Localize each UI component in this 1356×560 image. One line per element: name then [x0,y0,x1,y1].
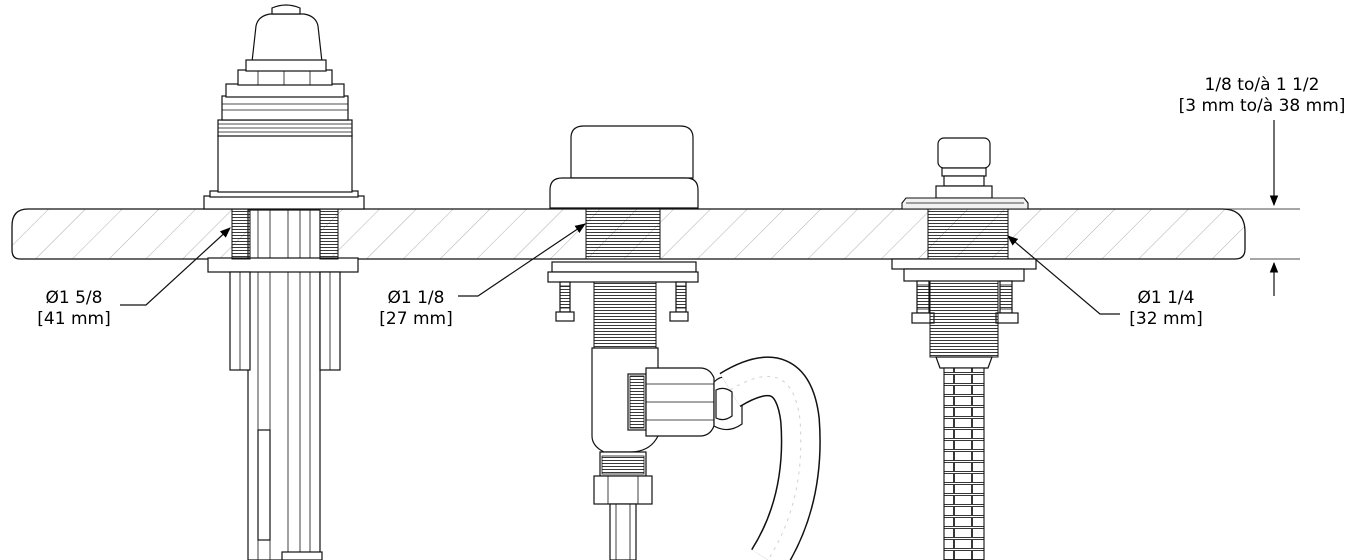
callout-right-metric: [32 mm] [1129,309,1202,329]
countertop-thickness-dimension: 1/8 to/à 1 1/2 [3 mm to/à 38 mm] [1179,75,1346,296]
callout-middle-metric: [27 mm] [379,309,452,329]
leader-line-middle [458,223,586,297]
callout-middle-hole: Ø1 1/8 [27 mm] [379,223,586,329]
leader-line-right [1007,235,1120,315]
thickness-dimension-imperial: 1/8 to/à 1 1/2 [1205,75,1320,95]
leader-line-left [120,227,231,306]
thickness-dimension-metric: [3 mm to/à 38 mm] [1179,96,1346,116]
callout-left-metric: [41 mm] [37,309,110,329]
middle-fitting-body [547,125,821,560]
callout-left-hole: Ø1 5/8 [41 mm] [37,227,231,329]
right-fitting-body [891,137,1037,560]
callout-right-hole: Ø1 1/4 [32 mm] [1007,235,1203,329]
callout-right-imperial: Ø1 1/4 [1138,288,1195,308]
callout-left-imperial: Ø1 5/8 [46,288,103,308]
callout-middle-imperial: Ø1 1/8 [388,288,445,308]
left-faucet-body [203,4,365,560]
